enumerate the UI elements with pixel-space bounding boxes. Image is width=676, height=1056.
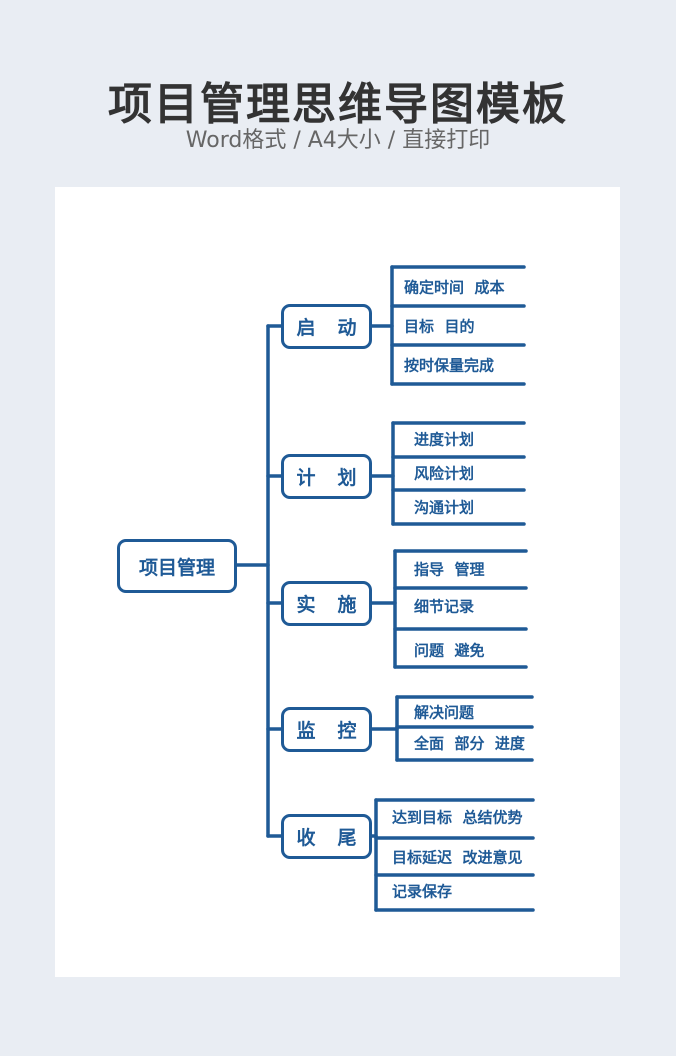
leaf-node[interactable]: 确定时间 成本 — [404, 278, 505, 297]
branch-node[interactable]: 启动 — [281, 304, 372, 349]
branch-label: 监控 — [296, 720, 379, 742]
leaf-node[interactable]: 问题 避免 — [414, 641, 485, 660]
branch-label: 实施 — [296, 594, 379, 616]
leaf-node[interactable]: 细节记录 — [414, 597, 475, 616]
root-node[interactable]: 项目管理 — [117, 539, 237, 593]
page-subtitle: Word格式 / A4大小 / 直接打印 — [185, 128, 491, 153]
leaf-node[interactable]: 风险计划 — [414, 464, 475, 483]
branch-label: 收尾 — [296, 827, 379, 849]
leaf-node[interactable]: 达到目标 总结优势 — [392, 808, 523, 827]
branch-node[interactable]: 收尾 — [281, 814, 372, 859]
leaf-node[interactable]: 解决问题 — [414, 703, 475, 722]
branch-label: 启动 — [296, 317, 379, 339]
branch-label: 计划 — [296, 467, 379, 489]
leaf-node[interactable]: 沟通计划 — [414, 498, 475, 517]
branch-node[interactable]: 实施 — [281, 581, 372, 626]
leaf-node[interactable]: 记录保存 — [392, 882, 453, 901]
leaf-node[interactable]: 指导 管理 — [414, 560, 485, 579]
branch-node[interactable]: 监控 — [281, 707, 372, 752]
leaf-node[interactable]: 目标 目的 — [404, 317, 475, 336]
branch-node[interactable]: 计划 — [281, 454, 372, 499]
leaf-node[interactable]: 目标延迟 改进意见 — [392, 848, 523, 867]
leaf-node[interactable]: 按时保量完成 — [404, 356, 495, 375]
leaf-node[interactable]: 进度计划 — [414, 430, 475, 449]
page-title: 项目管理思维导图模板 — [108, 79, 568, 130]
leaf-node[interactable]: 全面 部分 进度 — [414, 734, 525, 753]
